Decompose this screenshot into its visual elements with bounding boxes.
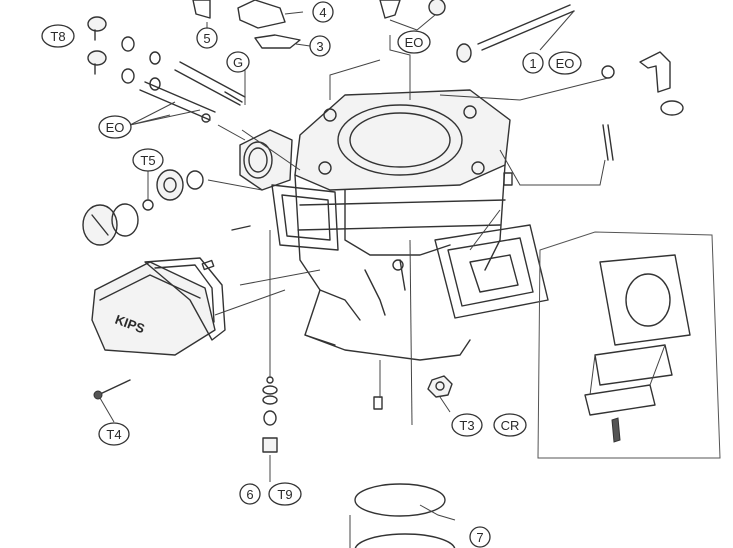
callout-5: 5 — [196, 27, 218, 49]
callout-6: 6 — [239, 483, 261, 505]
callout-g: G — [226, 51, 250, 73]
callout-t8: T8 — [41, 24, 75, 48]
callout-eo-right-text: EO — [556, 56, 575, 71]
stud-left — [231, 225, 251, 231]
callout-3-text: 3 — [316, 39, 323, 54]
callout-t8-text: T8 — [50, 29, 65, 44]
washer-t5 — [142, 199, 154, 211]
dowel-bottom — [373, 396, 383, 410]
cylinder-block — [239, 89, 511, 361]
callout-6-text: 6 — [246, 487, 253, 502]
callout-4: 4 — [312, 1, 334, 23]
callout-t9: T9 — [268, 482, 302, 506]
callout-t9-text: T9 — [277, 487, 292, 502]
callout-eo-right: EO — [548, 51, 582, 75]
o-ring — [111, 203, 139, 237]
shaft-1 — [477, 4, 575, 51]
callout-7: 7 — [469, 526, 491, 548]
dowel-left — [201, 259, 215, 271]
gear — [156, 169, 184, 201]
callout-4-text: 4 — [319, 5, 326, 20]
top-link-parts — [192, 0, 446, 49]
plug-cap — [82, 204, 118, 246]
cover-gasket — [144, 257, 226, 341]
callout-g-text: G — [233, 55, 243, 70]
callout-eo-left: EO — [98, 115, 132, 139]
callout-cr: CR — [493, 413, 527, 437]
washers-t8 — [121, 36, 161, 91]
callout-1-text: 1 — [529, 56, 536, 71]
reed-valve-inset — [537, 231, 721, 459]
callout-1: 1 — [522, 52, 544, 74]
bolt-t4 — [93, 379, 131, 400]
piston-rings — [354, 483, 456, 548]
bolts-t8 — [87, 16, 107, 75]
callout-eo-top-text: EO — [405, 35, 424, 50]
callout-t3-text: T3 — [459, 418, 474, 433]
callout-eo-left-text: EO — [106, 120, 125, 135]
callout-t4-text: T4 — [106, 427, 121, 442]
stud-right — [602, 124, 614, 161]
nut-t3 — [427, 375, 453, 398]
reed-valve-gasket — [434, 224, 549, 319]
oil-seal — [456, 43, 472, 63]
callout-t4: T4 — [98, 422, 130, 446]
callout-t5: T5 — [132, 148, 164, 172]
drain-parts — [262, 376, 278, 453]
bearing — [186, 170, 204, 190]
leader-lines — [99, 10, 609, 548]
callout-t3: T3 — [451, 413, 483, 437]
governor-shaft-g — [174, 61, 246, 106]
elbow-hose — [639, 51, 671, 93]
hose-clamps — [601, 65, 684, 116]
callout-cr-text: CR — [501, 418, 520, 433]
shafts-eo-left — [139, 81, 216, 123]
callout-3: 3 — [309, 35, 331, 57]
kips-cover: KIPS — [91, 261, 216, 356]
callout-eo-top: EO — [397, 30, 431, 54]
callout-7-text: 7 — [476, 530, 483, 545]
callout-5-text: 5 — [203, 31, 210, 46]
dowel-small-right — [503, 172, 513, 186]
callout-t5-text: T5 — [140, 153, 155, 168]
